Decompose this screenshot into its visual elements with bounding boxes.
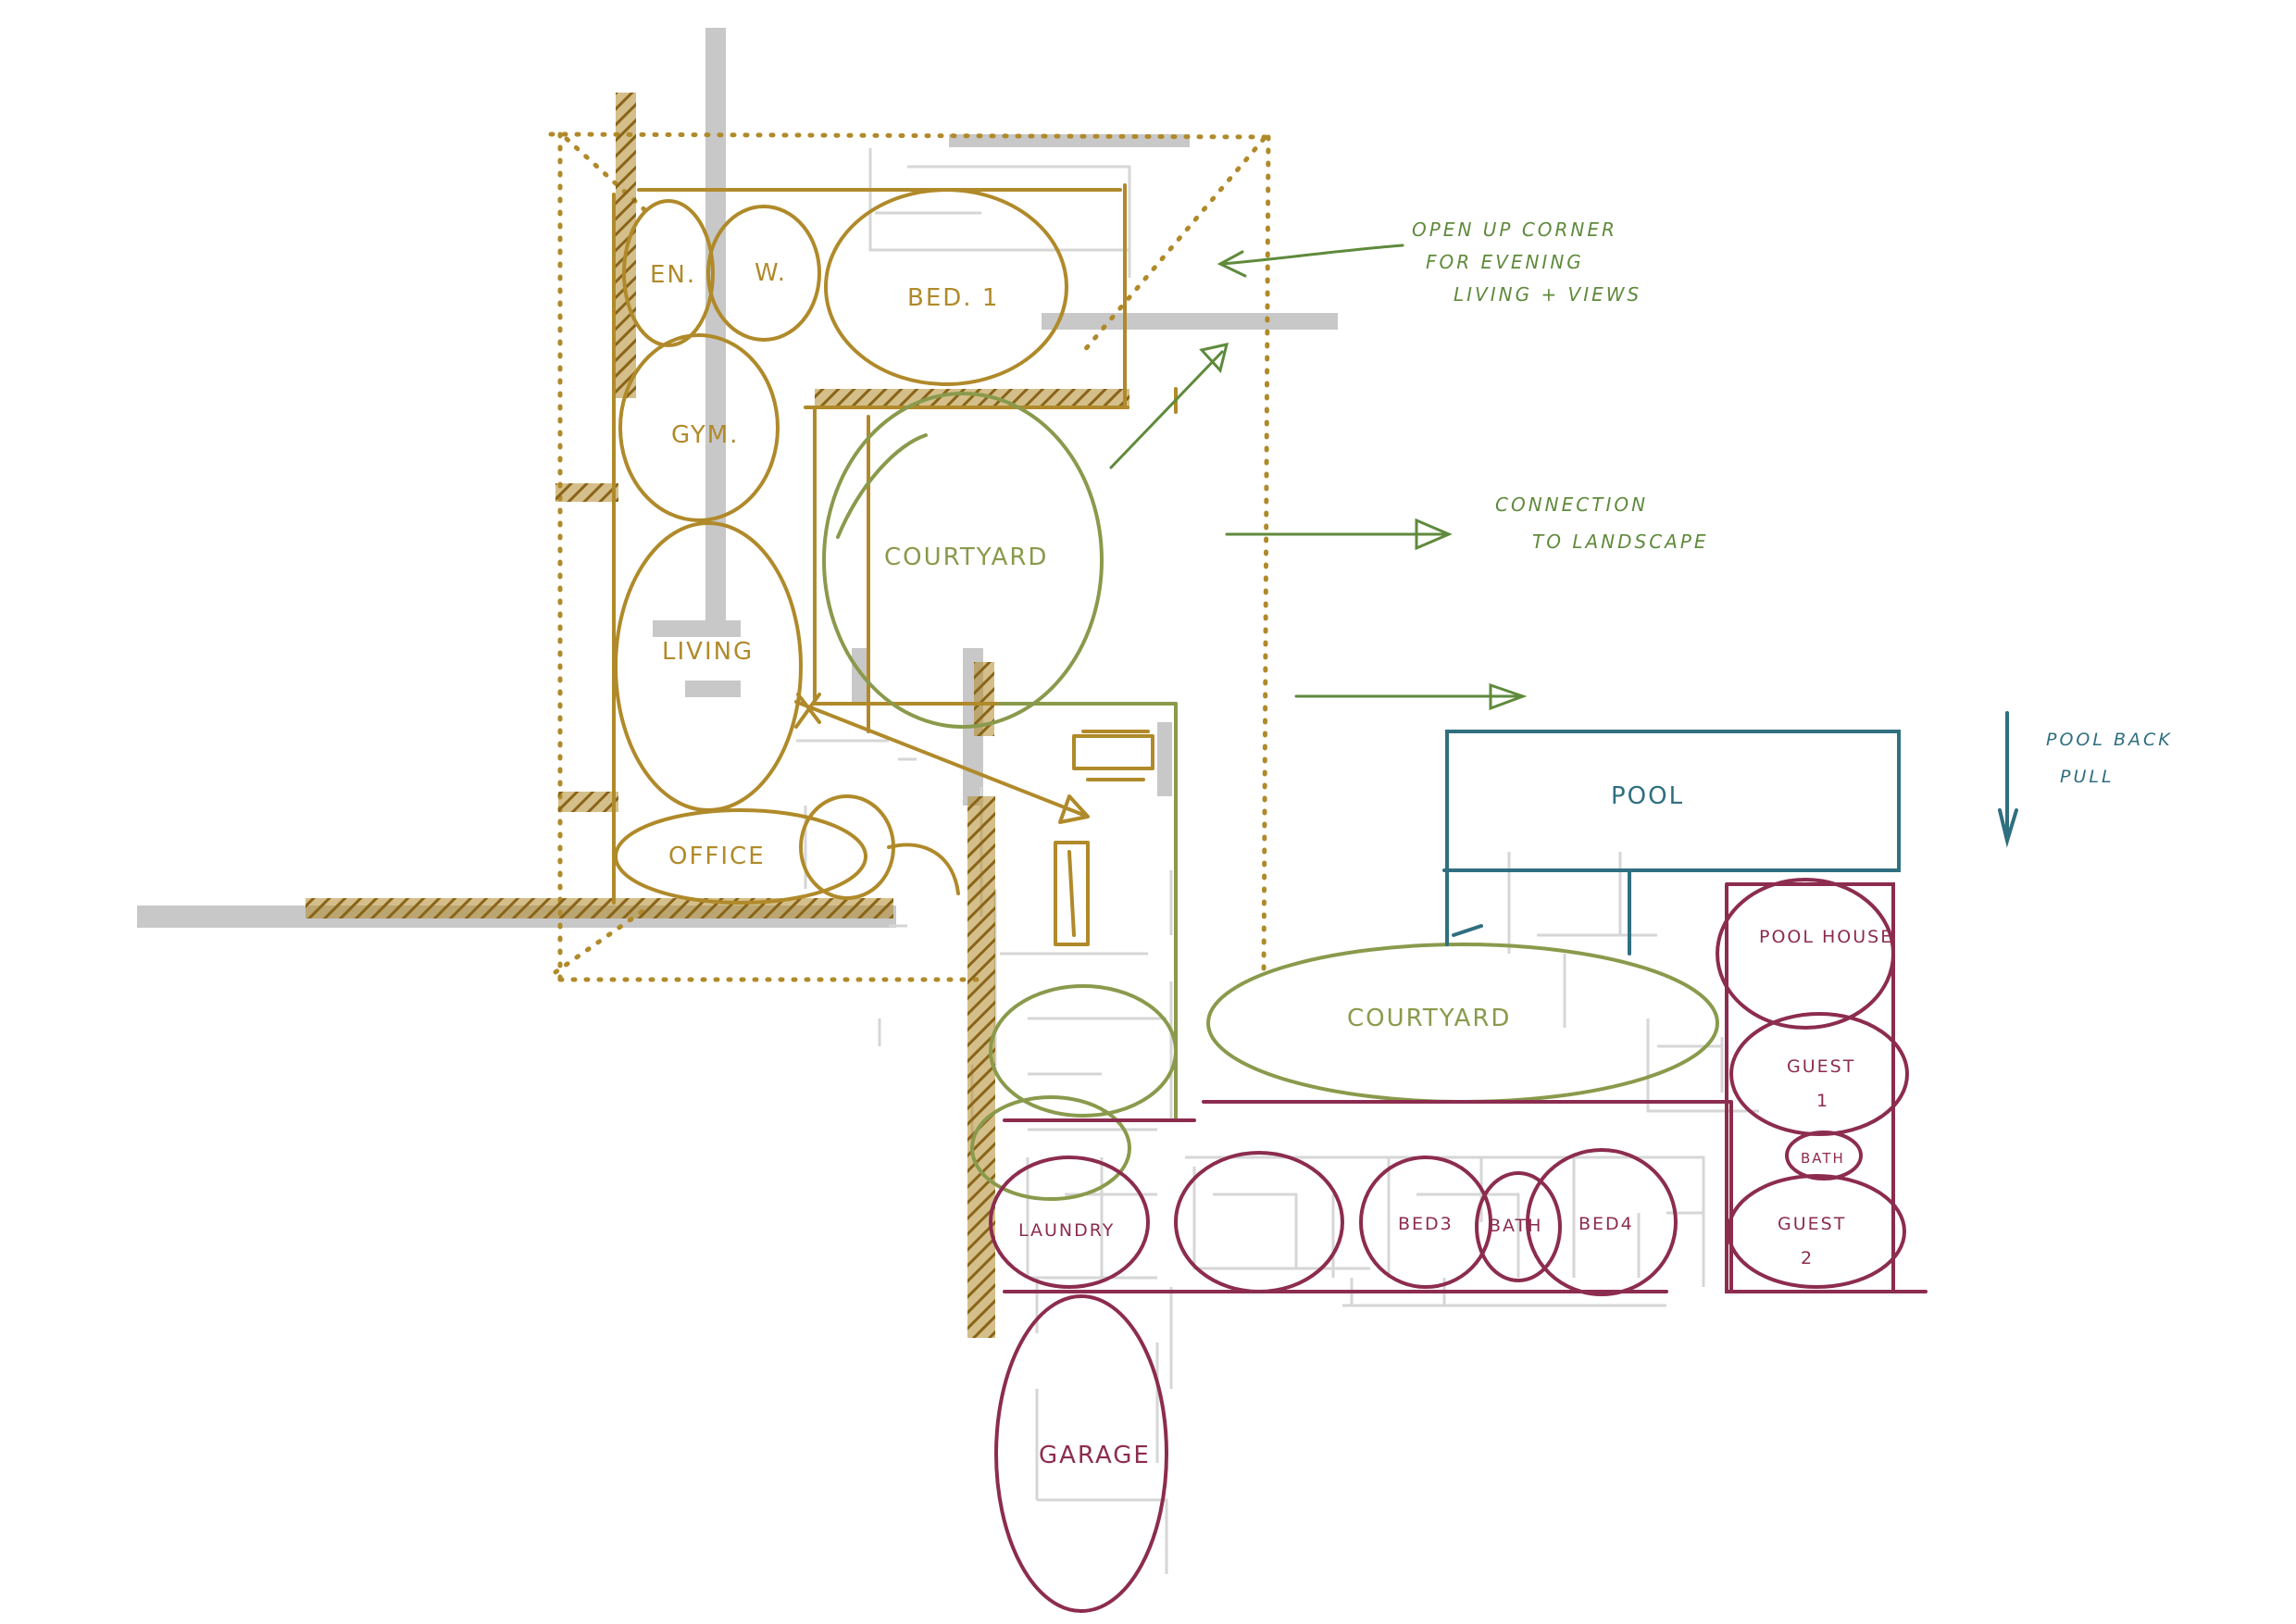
underlay-wall — [653, 620, 741, 637]
underlay-wall — [949, 134, 1190, 147]
label-wardrobe: W. — [755, 259, 787, 287]
label-pool: POOL — [1611, 782, 1684, 810]
courtyard-north-inner — [836, 433, 928, 539]
note-landscape-2: TO LANDSCAPE — [1532, 531, 1709, 553]
note-pool-2: PULL — [2060, 767, 2115, 787]
bedroom-wing — [989, 878, 1928, 1613]
annotation-notes: OPEN UP CORNER FOR EVENING LIVING + VIEW… — [1412, 219, 2173, 787]
underlay-wall — [705, 28, 726, 630]
pool-deck-lines — [1442, 868, 1895, 956]
hatched-wall-east-spine — [967, 796, 995, 1338]
envelope-east — [1261, 134, 1271, 980]
label-guest2-a: GUEST — [1778, 1214, 1846, 1234]
laundry-bubble — [989, 1156, 1150, 1289]
label-guest2-b: 2 — [1801, 1248, 1814, 1268]
office-bubble — [614, 808, 867, 905]
hatched-wall-bed1-south — [815, 389, 1129, 409]
courtyard-link-bubble — [989, 984, 1178, 1118]
office-door-swing — [887, 843, 960, 895]
note-corner-1: OPEN UP CORNER — [1412, 219, 1617, 241]
wing-frame — [1003, 882, 1928, 1293]
label-laundry: LAUNDRY — [1018, 1220, 1115, 1241]
label-ensuite: EN. — [650, 261, 696, 289]
hatched-wall-west-low — [558, 792, 618, 812]
label-guest1-a: GUEST — [1787, 1056, 1855, 1077]
label-office: OFFICE — [668, 843, 766, 870]
wardrobe-bubble — [706, 205, 821, 342]
label-courtyard-north: COURTYARD — [884, 543, 1048, 571]
landscape-arrow — [1225, 518, 1453, 551]
label-courtyard-south: COURTYARD — [1347, 1005, 1511, 1032]
garage-bubble — [994, 1294, 1168, 1613]
label-pool-house: POOL HOUSE — [1759, 927, 1893, 947]
bedroom-spare-bubble — [1174, 1151, 1344, 1293]
courtyard-link-bubble-2 — [970, 1095, 1131, 1201]
ensuite-bubble — [622, 199, 715, 347]
note-corner-3: LIVING + VIEWS — [1454, 283, 1641, 306]
view-diagonal-arrow — [1109, 343, 1229, 469]
note-corner-2: FOR EVENING — [1426, 251, 1584, 273]
note-pool-1: POOL BACK — [2046, 730, 2173, 750]
pool-house-bubble — [1716, 878, 1895, 1030]
label-guest1-b: 1 — [1816, 1091, 1829, 1111]
label-gym: GYM. — [671, 421, 739, 449]
gym-bubble — [618, 333, 780, 522]
label-garage: GARAGE — [1039, 1442, 1151, 1469]
lower-arrow — [1294, 682, 1528, 711]
label-bed1: BED. 1 — [907, 284, 999, 312]
label-bath-small: BATH — [1801, 1150, 1845, 1167]
envelope-north — [548, 131, 1271, 140]
bed4-bubble — [1526, 1148, 1678, 1296]
main-house — [306, 93, 1178, 1338]
guest2-bubble — [1727, 1174, 1906, 1289]
bath-small-bubble — [1785, 1131, 1863, 1181]
underlay-lines — [796, 148, 1759, 1574]
hatched-wall-mid — [974, 662, 994, 736]
note-landscape-1: CONNECTION — [1495, 493, 1648, 516]
bed1-bubble — [824, 188, 1068, 386]
label-bed4: BED4 — [1578, 1214, 1634, 1234]
room-labels: EN. W. BED. 1 GYM. COURTYARD LIVING OFFI… — [650, 259, 1893, 1469]
bed3-bubble — [1359, 1156, 1492, 1289]
bath-bubble — [1475, 1171, 1562, 1282]
living-stair-arrow — [794, 693, 1090, 824]
underlay-wall — [685, 681, 741, 697]
hatched-wall-west-mid — [555, 483, 618, 502]
hatched-wall-south — [306, 898, 893, 918]
courtyard-north-bubble — [822, 392, 1104, 729]
label-living: LIVING — [662, 638, 754, 666]
label-bath: BATH — [1489, 1216, 1542, 1236]
pool-pullback-arrow — [1998, 711, 2018, 848]
envelope-diagonal-ne — [1080, 136, 1267, 355]
annotation-arrows — [1109, 244, 1528, 711]
underlay-wall — [1157, 722, 1172, 796]
pool-group — [1442, 711, 2018, 956]
corner-arrow — [1217, 244, 1404, 278]
label-bed3: BED3 — [1398, 1214, 1454, 1234]
kitchen-sketch — [1054, 730, 1154, 946]
underlay-wall — [852, 648, 867, 704]
underlay-wall — [1042, 313, 1338, 330]
